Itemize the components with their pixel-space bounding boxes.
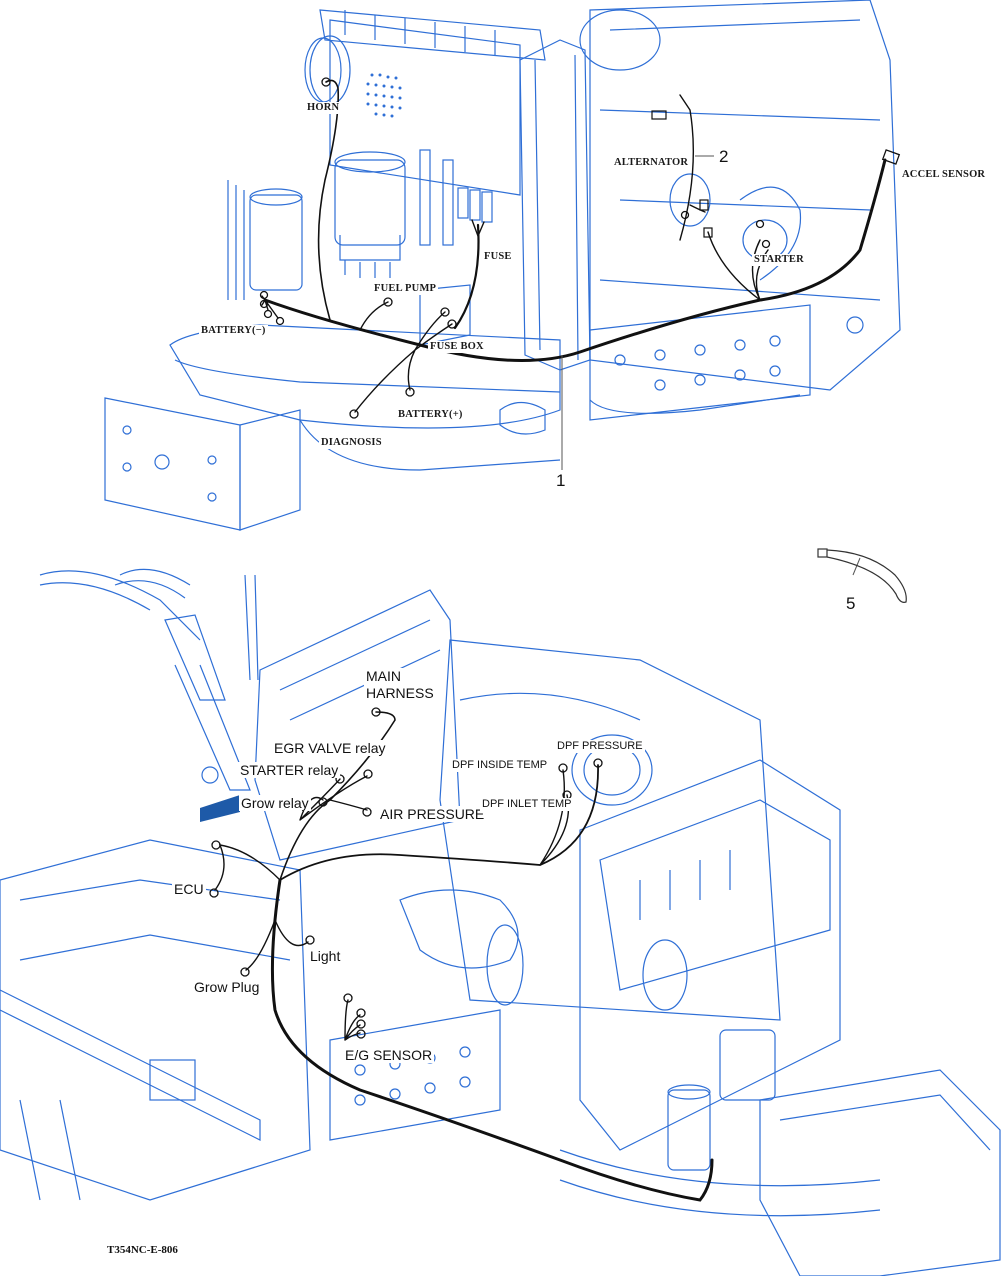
label-fuse-box: FUSE BOX (428, 341, 486, 353)
label-dpf-pressure: DPF PRESSURE (555, 740, 645, 753)
label-eg-sensor: E/G SENSOR (343, 1047, 435, 1063)
top-engine-line-art (104, 0, 901, 531)
label-alternator: ALTERNATOR (612, 157, 691, 169)
document-id: T354NC-E-806 (107, 1244, 178, 1256)
label-grow-plug: Grow Plug (192, 979, 262, 995)
top-wiring-harness (259, 77, 901, 419)
label-fuel-pump: FUEL PUMP (372, 283, 439, 295)
label-accel-sensor: ACCEL SENSOR (900, 169, 988, 181)
label-fuse: FUSE (482, 251, 514, 263)
label-egr-valve-relay: EGR VALVE relay (272, 740, 388, 756)
label-main-harness-line2: HARNESS (366, 685, 434, 701)
callout-leader-lines (561, 155, 861, 576)
label-dpf-inside-temp: DPF INSIDE TEMP (450, 759, 550, 772)
label-grow-relay: Grow relay (239, 795, 311, 811)
label-diagnosis: DIAGNOSIS (319, 437, 384, 449)
label-light: Light (308, 948, 343, 964)
label-battery-positive: BATTERY(+) (396, 409, 465, 421)
label-ecu: ECU (172, 881, 206, 897)
label-main-harness-line1: MAIN (366, 668, 401, 684)
label-dpf-inlet-temp: DPF INLET TEMP (480, 798, 574, 811)
label-air-pressure: AIR PRESSURE (378, 806, 487, 822)
callout-1: 1 (556, 471, 566, 490)
label-battery-negative: BATTERY(−) (199, 325, 268, 337)
part-5-hose (817, 548, 907, 603)
callout-5: 5 (846, 594, 856, 613)
label-main-harness: MAIN HARNESS (364, 668, 436, 702)
label-starter-relay: STARTER relay (238, 762, 341, 778)
label-horn: HORN (305, 102, 342, 114)
callout-2: 2 (719, 147, 729, 166)
grow-relay-block (200, 795, 240, 822)
bottom-engine-line-art (0, 568, 1001, 1276)
label-starter: STARTER (752, 254, 806, 266)
bottom-wiring-harness (209, 707, 714, 1202)
